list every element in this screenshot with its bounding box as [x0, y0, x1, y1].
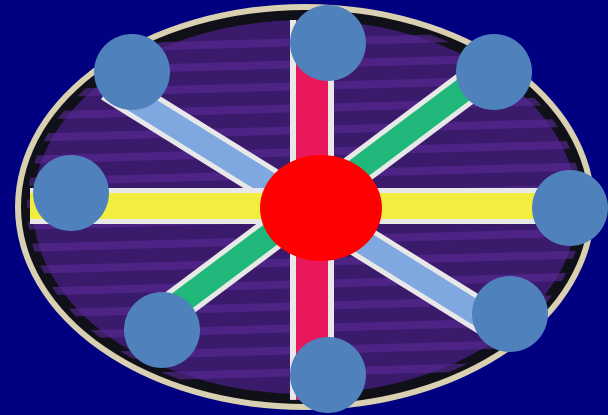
center-node — [260, 155, 382, 261]
outer-node-bottom-right — [472, 276, 548, 352]
outer-node-bottom — [290, 337, 366, 413]
outer-node-right — [532, 170, 608, 246]
outer-node-top-left — [94, 34, 170, 110]
outer-node-top-right — [456, 34, 532, 110]
outer-node-left — [33, 155, 109, 231]
outer-node-top — [290, 5, 366, 81]
outer-node-bottom-left — [124, 292, 200, 368]
